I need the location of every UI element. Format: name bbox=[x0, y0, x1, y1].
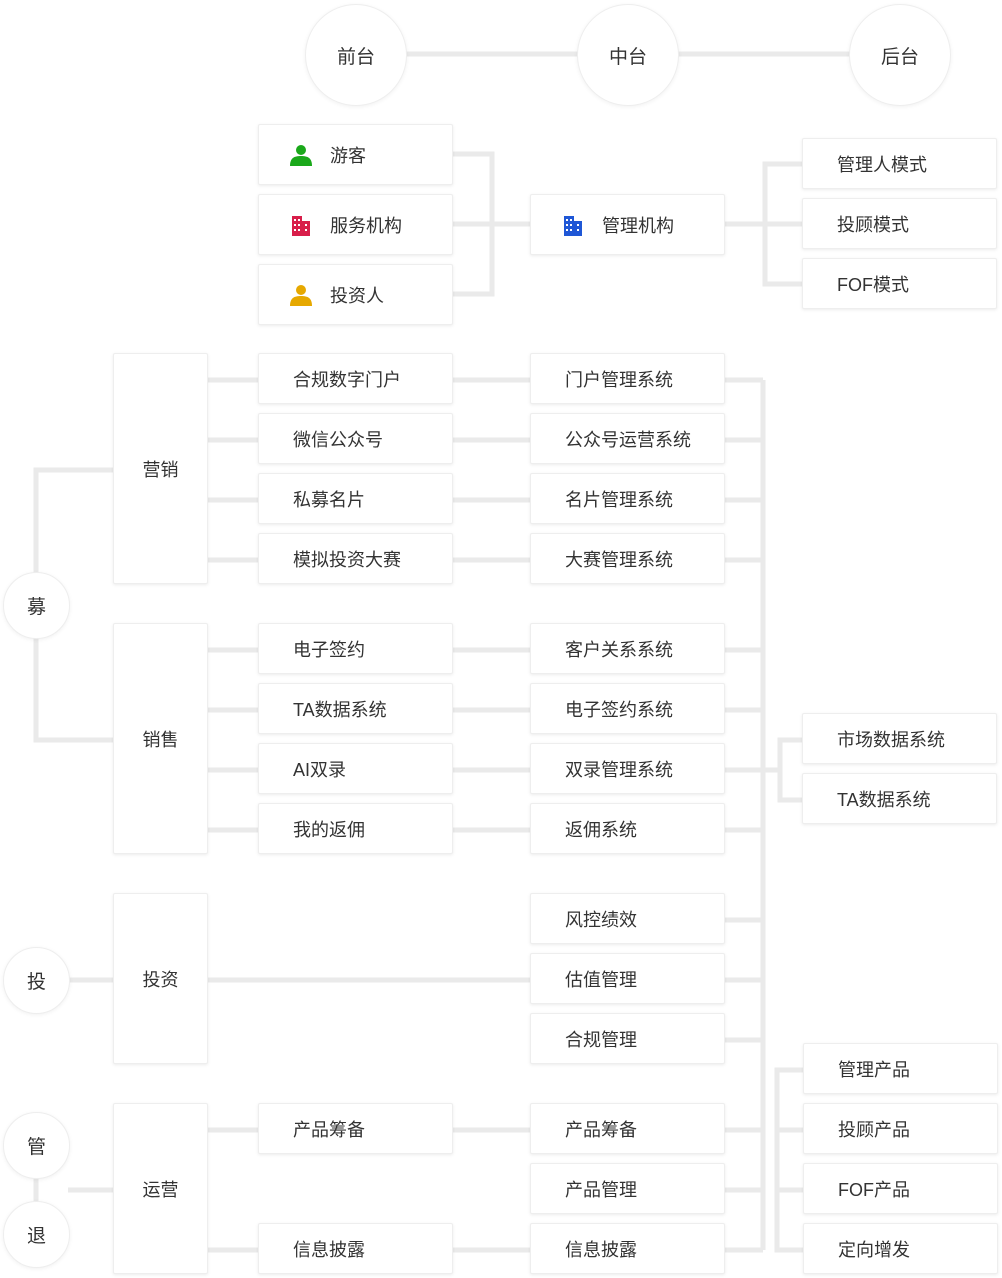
phase-exit: 退 bbox=[3, 1201, 70, 1268]
mode-fof: FOF模式 bbox=[802, 258, 997, 309]
back-product: 投顾产品 bbox=[803, 1103, 998, 1154]
category-investment: 投资 bbox=[113, 893, 208, 1064]
middle-item-label: 返佣系统 bbox=[565, 819, 637, 840]
phase-manage: 管 bbox=[3, 1112, 70, 1179]
front-item-label: 合规数字门户 bbox=[293, 369, 401, 390]
front-item-label: AI双录 bbox=[293, 759, 347, 780]
building-icon bbox=[292, 215, 310, 236]
category-label: 营销 bbox=[142, 459, 179, 480]
back-item-label: 管理产品 bbox=[838, 1059, 910, 1080]
middle-item: 公众号运营系统 bbox=[530, 413, 725, 464]
front-item: 私募名片 bbox=[258, 473, 453, 524]
middle-item-label: 估值管理 bbox=[565, 969, 637, 990]
header-back: 后台 bbox=[849, 4, 951, 106]
category-marketing: 营销 bbox=[113, 353, 208, 584]
middle-item-label: 门户管理系统 bbox=[565, 369, 673, 390]
middle-item: 合规管理 bbox=[530, 1013, 725, 1064]
back-product: 管理产品 bbox=[803, 1043, 998, 1094]
front-item-label: 电子签约 bbox=[293, 639, 365, 660]
back-item-label: 投顾产品 bbox=[838, 1119, 910, 1140]
back-product: 定向增发 bbox=[803, 1223, 998, 1274]
front-item: 产品筹备 bbox=[258, 1103, 453, 1154]
middle-item-label: 名片管理系统 bbox=[565, 489, 673, 510]
phase-invest: 投 bbox=[3, 947, 70, 1014]
user-label: 投资人 bbox=[330, 285, 384, 306]
middle-item-label: 合规管理 bbox=[565, 1029, 637, 1050]
middle-item: 产品管理 bbox=[530, 1163, 725, 1214]
category-label: 销售 bbox=[142, 729, 179, 750]
middle-item-label: 产品筹备 bbox=[565, 1119, 637, 1140]
user-visitor: 游客 bbox=[258, 124, 453, 185]
middle-item: 风控绩效 bbox=[530, 893, 725, 944]
front-item: 我的返佣 bbox=[258, 803, 453, 854]
user-investor: 投资人 bbox=[258, 264, 453, 325]
middle-item: 返佣系统 bbox=[530, 803, 725, 854]
mode-label: FOF模式 bbox=[837, 274, 909, 295]
front-item-label: 模拟投资大赛 bbox=[293, 549, 401, 570]
front-item-label: 我的返佣 bbox=[293, 819, 365, 840]
back-item-label: FOF产品 bbox=[838, 1179, 910, 1200]
back-item-label: TA数据系统 bbox=[837, 789, 931, 810]
mode-label: 投顾模式 bbox=[837, 214, 909, 235]
front-item-label: 信息披露 bbox=[293, 1239, 365, 1260]
front-item: 微信公众号 bbox=[258, 413, 453, 464]
header-middle: 中台 bbox=[577, 4, 679, 106]
middle-item: 估值管理 bbox=[530, 953, 725, 1004]
middle-item-label: 双录管理系统 bbox=[565, 759, 673, 780]
front-item: TA数据系统 bbox=[258, 683, 453, 734]
category-operations: 运营 bbox=[113, 1103, 208, 1274]
mode-advisor: 投顾模式 bbox=[802, 198, 997, 249]
user-label: 游客 bbox=[330, 145, 366, 166]
front-item-label: 产品筹备 bbox=[293, 1119, 365, 1140]
middle-item-label: 客户关系系统 bbox=[565, 639, 673, 660]
category-label: 运营 bbox=[142, 1179, 179, 1200]
person-icon bbox=[290, 284, 312, 306]
category-sales: 销售 bbox=[113, 623, 208, 854]
front-item-label: TA数据系统 bbox=[293, 699, 387, 720]
person-icon bbox=[290, 144, 312, 166]
middle-item: 客户关系系统 bbox=[530, 623, 725, 674]
front-item: 电子签约 bbox=[258, 623, 453, 674]
middle-item: 门户管理系统 bbox=[530, 353, 725, 404]
middle-item: 产品筹备 bbox=[530, 1103, 725, 1154]
middle-item: 信息披露 bbox=[530, 1223, 725, 1274]
back-item-label: 定向增发 bbox=[838, 1239, 910, 1260]
middle-item: 电子签约系统 bbox=[530, 683, 725, 734]
phase-raise: 募 bbox=[3, 572, 70, 639]
middle-item: 大赛管理系统 bbox=[530, 533, 725, 584]
front-item: 合规数字门户 bbox=[258, 353, 453, 404]
org-label: 管理机构 bbox=[602, 215, 674, 236]
middle-item-label: 信息披露 bbox=[565, 1239, 637, 1260]
front-item: AI双录 bbox=[258, 743, 453, 794]
category-label: 投资 bbox=[142, 969, 179, 990]
front-item-label: 私募名片 bbox=[293, 489, 365, 510]
user-label: 服务机构 bbox=[330, 215, 402, 236]
header-front: 前台 bbox=[305, 4, 407, 106]
front-item-label: 微信公众号 bbox=[293, 429, 383, 450]
user-service-org: 服务机构 bbox=[258, 194, 453, 255]
front-item: 模拟投资大赛 bbox=[258, 533, 453, 584]
middle-item: 双录管理系统 bbox=[530, 743, 725, 794]
management-org: 管理机构 bbox=[530, 194, 725, 255]
mode-manager: 管理人模式 bbox=[802, 138, 997, 189]
middle-item-label: 大赛管理系统 bbox=[565, 549, 673, 570]
back-data-system: 市场数据系统 bbox=[802, 713, 997, 764]
middle-item-label: 公众号运营系统 bbox=[565, 429, 691, 450]
front-item: 信息披露 bbox=[258, 1223, 453, 1274]
building-icon bbox=[564, 215, 582, 236]
back-item-label: 市场数据系统 bbox=[837, 729, 945, 750]
middle-item-label: 产品管理 bbox=[565, 1179, 637, 1200]
middle-item-label: 风控绩效 bbox=[565, 909, 637, 930]
middle-item-label: 电子签约系统 bbox=[565, 699, 673, 720]
mode-label: 管理人模式 bbox=[837, 154, 927, 175]
back-data-system: TA数据系统 bbox=[802, 773, 997, 824]
middle-item: 名片管理系统 bbox=[530, 473, 725, 524]
back-product: FOF产品 bbox=[803, 1163, 998, 1214]
